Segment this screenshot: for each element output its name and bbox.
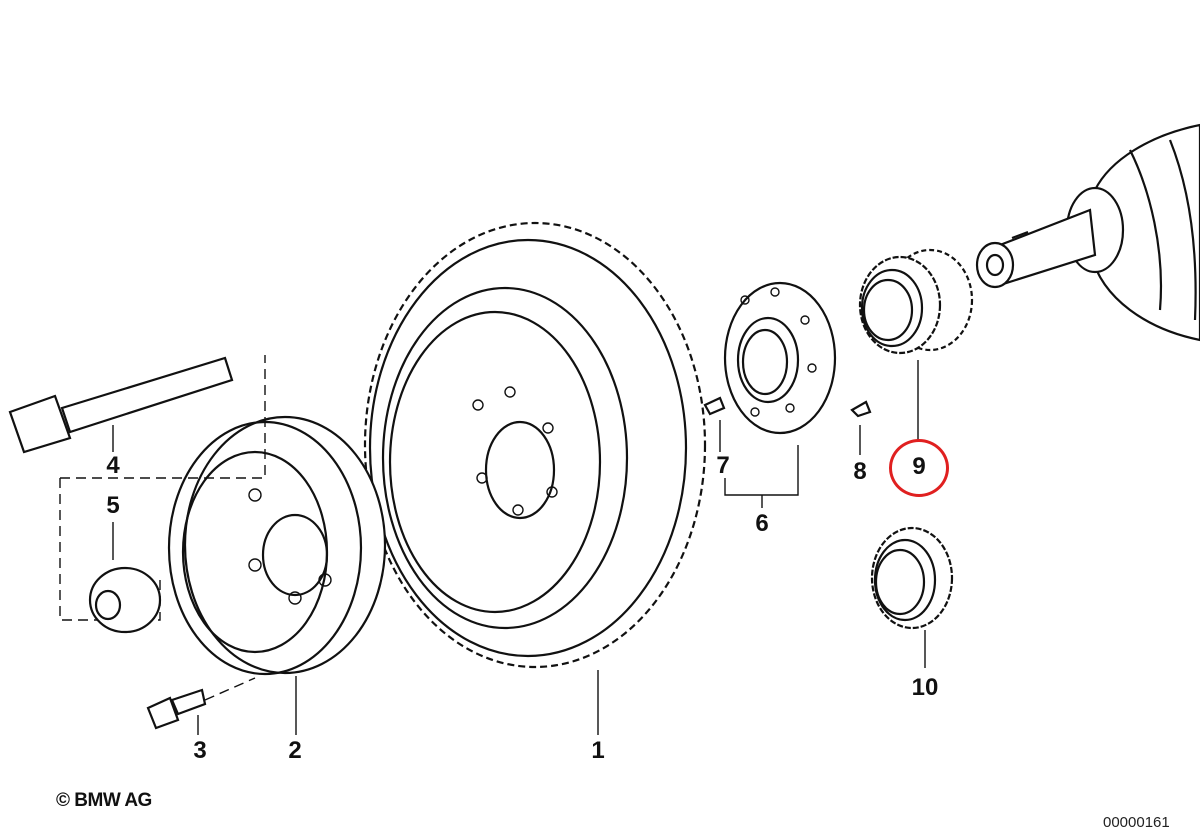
- callout-10[interactable]: 10: [911, 674, 939, 701]
- callout-2[interactable]: 2: [288, 737, 302, 764]
- copyright-notice: © BMW AG: [56, 790, 152, 811]
- callout-5[interactable]: 5: [106, 492, 120, 519]
- callout-3[interactable]: 3: [193, 737, 207, 764]
- nut-drawing: [88, 522, 162, 634]
- sprocket-double-drawing: [858, 248, 974, 440]
- crankshaft-drawing: [975, 123, 1200, 342]
- callout-6[interactable]: 6: [755, 510, 769, 537]
- pulley-small-drawing: [167, 415, 387, 735]
- callout-9[interactable]: 9: [912, 453, 926, 480]
- callout-7[interactable]: 7: [716, 452, 730, 479]
- pulley-large-drawing: [363, 221, 707, 735]
- sprocket-single-drawing: [870, 526, 954, 668]
- document-number: 00000161: [1103, 814, 1170, 831]
- bolt-long-drawing: [8, 355, 266, 621]
- bolt-small-drawing: [146, 677, 256, 735]
- hub-drawing: [703, 281, 837, 508]
- callout-8[interactable]: 8: [853, 458, 867, 485]
- callout-1[interactable]: 1: [591, 737, 605, 764]
- key-small-drawing: [850, 400, 872, 455]
- highlight-ring: [889, 439, 949, 497]
- callout-4[interactable]: 4: [106, 452, 120, 479]
